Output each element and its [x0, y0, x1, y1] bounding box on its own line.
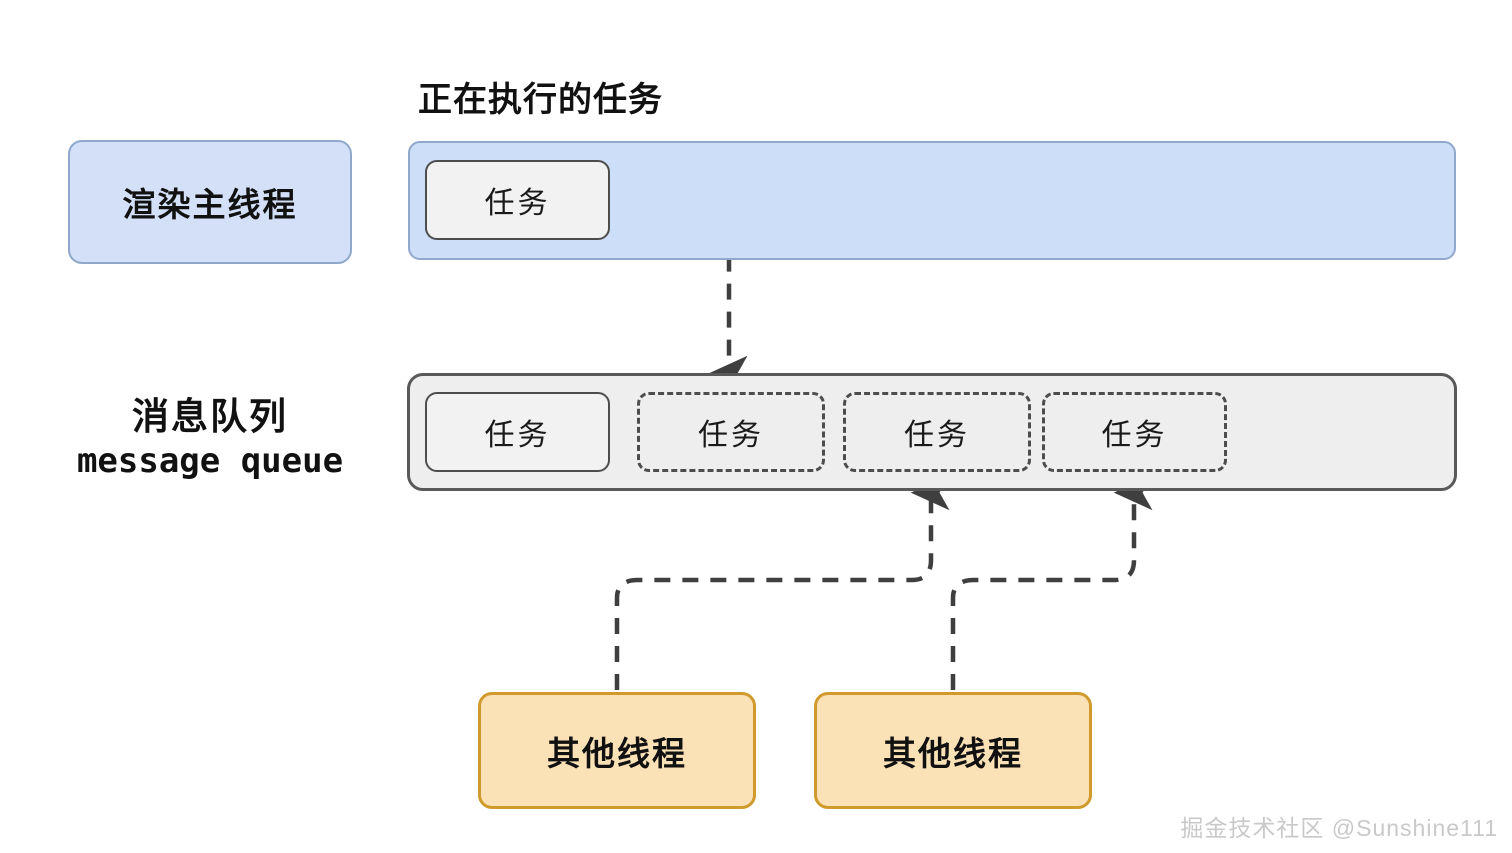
- message-queue-label-en: message queue: [76, 440, 344, 481]
- queue-task-2: 任务: [637, 392, 825, 472]
- queue-task-1: 任务: [425, 392, 610, 472]
- task-label: 任务: [698, 419, 764, 452]
- message-queue-label: 消息队列 message queue: [40, 396, 380, 481]
- render-main-thread-label: 渲染主线程: [122, 186, 298, 223]
- task-label: 任务: [1101, 419, 1168, 452]
- task-label: 任务: [904, 419, 970, 452]
- watermark-text: 掘金技术社区 @Sunshine111: [1180, 815, 1498, 841]
- queue-task-4: 任务: [1042, 392, 1227, 472]
- render-main-thread-chip: 渲染主线程: [68, 140, 352, 264]
- task-label: 任务: [484, 419, 551, 452]
- running-task-title: 正在执行的任务: [418, 81, 663, 119]
- other-thread-box-1: 其他线程: [478, 692, 756, 809]
- task-label: 任务: [484, 187, 551, 220]
- main-thread-current-task: 任务: [425, 160, 610, 240]
- other-thread-label: 其他线程: [883, 734, 1023, 772]
- arrow-other-thread-1-to-queue: [614, 475, 950, 690]
- other-thread-box-2: 其他线程: [814, 692, 1092, 809]
- arrow-other-thread-2-to-queue: [950, 475, 1153, 690]
- other-thread-label: 其他线程: [547, 734, 687, 772]
- message-queue-label-cn: 消息队列: [132, 396, 288, 437]
- queue-task-3: 任务: [843, 392, 1031, 472]
